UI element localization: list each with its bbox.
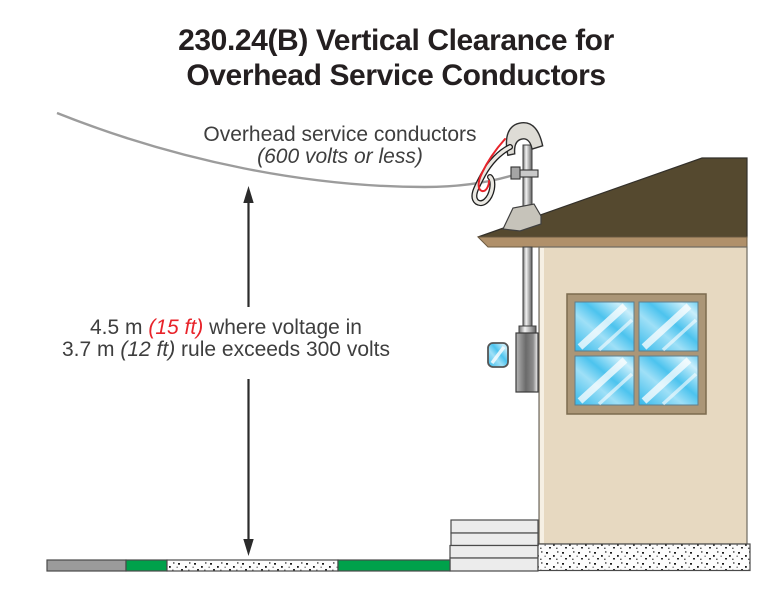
clearance-note-line-2: 3.7 m (12 ft) rule exceeds 300 volts	[26, 339, 426, 361]
steps	[449, 519, 539, 572]
service-mast-lower	[522, 246, 533, 330]
title-line-2: Overhead Service Conductors	[186, 59, 606, 92]
foundation	[537, 543, 751, 572]
window	[566, 293, 707, 415]
clearance-text-2: rule exceeds 300 volts	[181, 338, 391, 361]
title-line-1: 230.24(B) Vertical Clearance for	[178, 24, 614, 57]
window-pane-bottom-right	[639, 356, 698, 405]
grass-left	[125, 559, 168, 572]
red-service-wire	[477, 138, 506, 193]
window-pane-top-right	[639, 302, 698, 351]
mast-roof-boot-icon	[502, 203, 542, 232]
clearance-arrow	[243, 186, 254, 556]
meter-box	[515, 332, 539, 393]
wall-edge-highlight	[540, 248, 544, 543]
mast-clamp-icon	[510, 166, 539, 180]
conductor-label-line-1: Overhead service conductors	[203, 123, 477, 146]
page-title: 230.24(B) Vertical Clearance for Overhea…	[24, 23, 768, 93]
conductor-label: Overhead service conductors (600 volts o…	[190, 124, 490, 168]
electric-meter-icon	[487, 325, 539, 393]
clearance-metric-1: 4.5 m	[90, 316, 143, 339]
clearance-note: 4.5 m (15 ft) where voltage in 3.7 m (12…	[26, 317, 426, 361]
grass-right	[337, 559, 451, 572]
clearance-text-1: where voltage in	[209, 316, 362, 339]
conductor-label-line-2: (600 volts or less)	[257, 145, 423, 168]
arrowhead-bottom-icon	[243, 539, 254, 556]
clearance-metric-2: 3.7 m	[61, 338, 115, 361]
clearance-note-line-1: 4.5 m (15 ft) where voltage in	[26, 317, 426, 339]
drip-loop-cable	[472, 145, 512, 205]
sidewalk	[166, 559, 339, 572]
arrowhead-top-icon	[243, 186, 254, 203]
clearance-imperial-2: (12 ft)	[114, 338, 182, 361]
weatherhead-icon	[505, 122, 544, 157]
window-pane-top-left	[575, 302, 634, 351]
window-pane-bottom-left	[575, 356, 634, 405]
drip-loop-icon	[471, 138, 513, 207]
road	[46, 559, 127, 572]
ground-strip	[46, 559, 451, 572]
fascia-board	[476, 236, 748, 248]
clearance-imperial-1: (15 ft)	[142, 316, 210, 339]
